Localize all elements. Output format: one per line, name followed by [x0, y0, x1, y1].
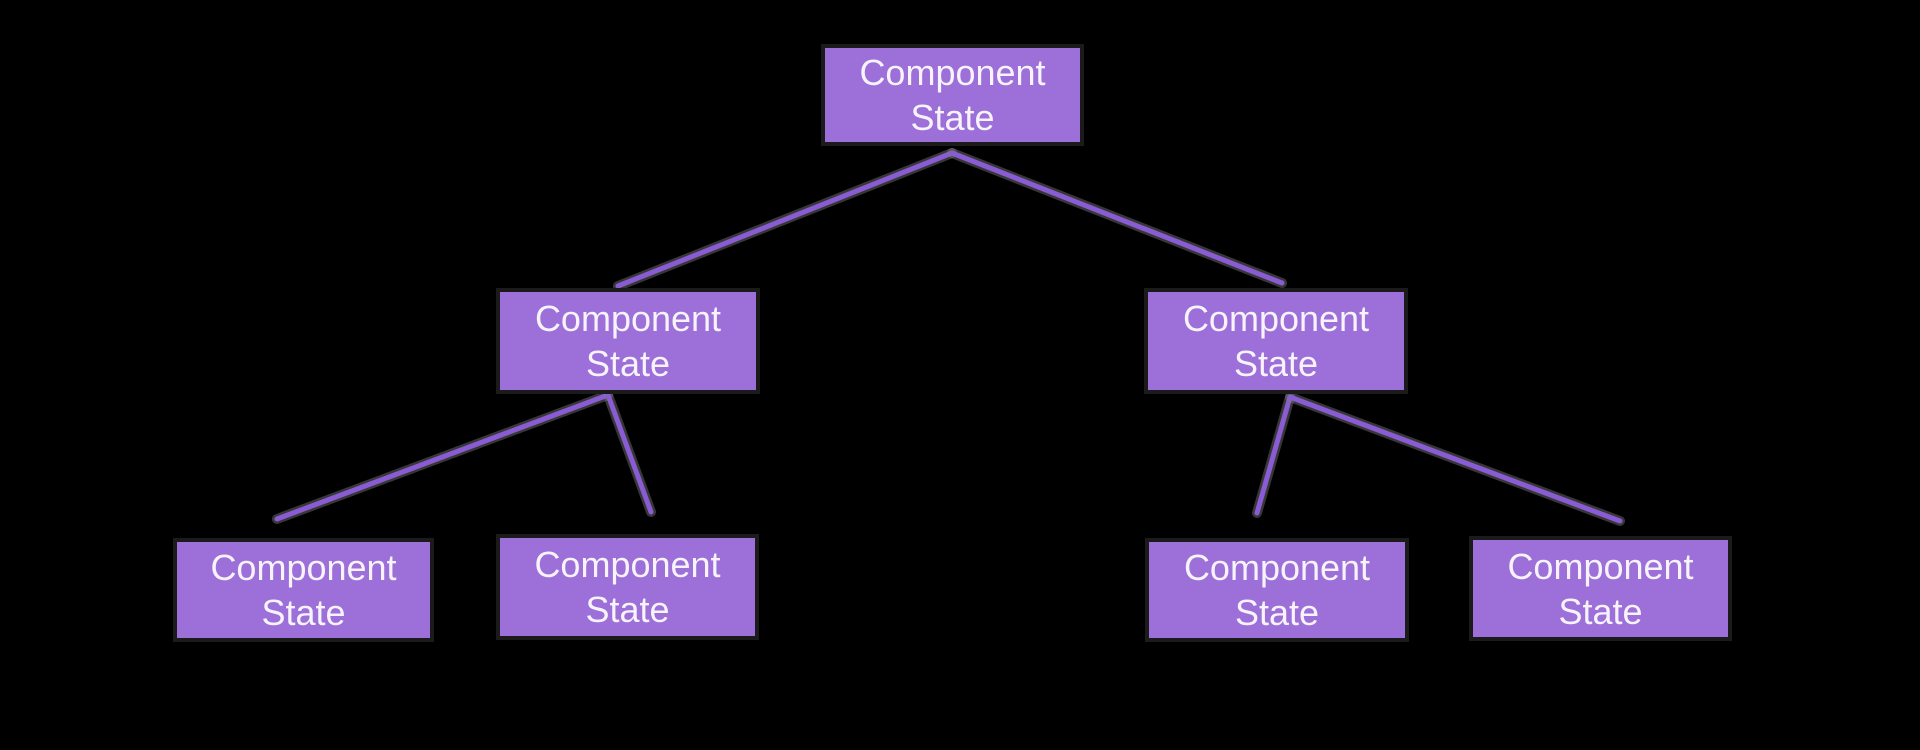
node-label: Component State	[1507, 545, 1694, 632]
edge-mid-left-to-leaf-1	[272, 390, 613, 524]
edge-root-to-mid-right	[947, 148, 1287, 288]
tree-node-leaf-1: Component State	[173, 538, 434, 642]
edge-root-to-mid-left	[613, 148, 957, 291]
node-label: Component State	[1182, 298, 1370, 384]
edge-mid-left-to-leaf-2	[603, 390, 656, 517]
tree-node-mid-right: Component State	[1144, 288, 1408, 394]
node-label: Component State	[534, 544, 721, 630]
tree-node-leaf-3: Component State	[1145, 538, 1409, 642]
edge-mid-right-to-leaf-3	[1252, 392, 1295, 518]
tree-node-root: Component State	[821, 44, 1084, 146]
edge-mid-right-to-leaf-4	[1285, 392, 1625, 526]
tree-node-leaf-4: Component State	[1469, 536, 1732, 641]
tree-node-mid-left: Component State	[496, 288, 760, 394]
node-label: Component State	[1183, 547, 1371, 633]
node-label: Component State	[859, 52, 1046, 138]
tree-node-leaf-2: Component State	[496, 534, 759, 640]
node-label: Component State	[210, 547, 397, 633]
node-label: Component State	[534, 298, 722, 384]
